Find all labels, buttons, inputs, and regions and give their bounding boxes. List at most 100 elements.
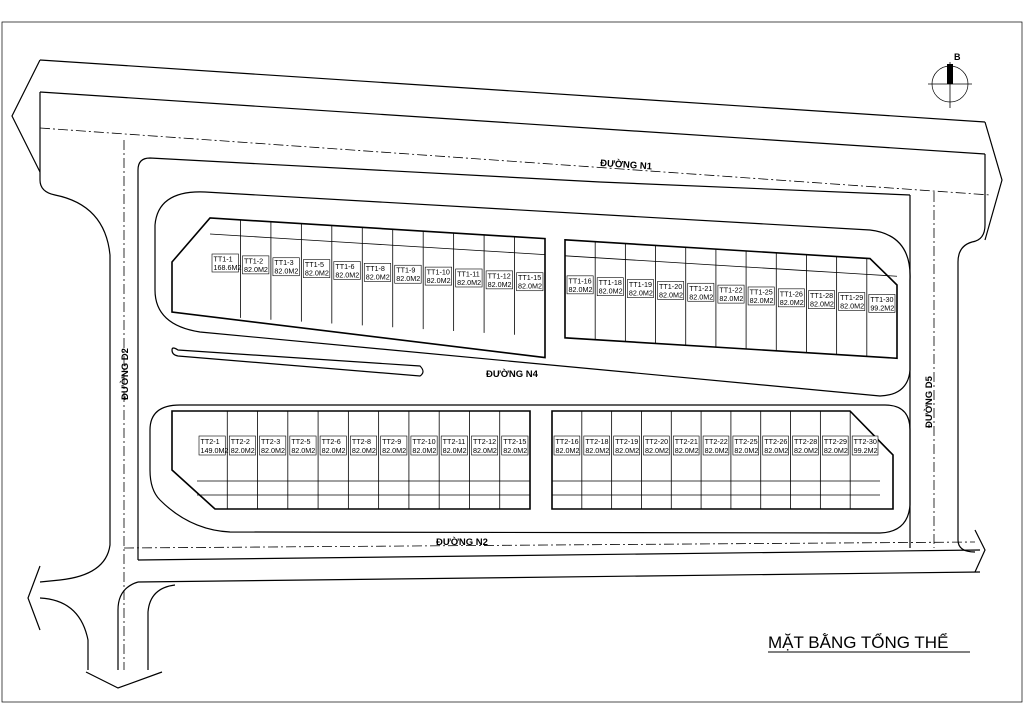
lot-id: TT2-22 <box>705 437 728 446</box>
lot-area: 82.0M2 <box>396 274 420 283</box>
road-centerlines <box>39 127 991 670</box>
lot-id: TT2-30 <box>854 437 877 446</box>
lot-id: TT2-12 <box>473 437 496 446</box>
lot-tt1-6: TT1-682.0M2 <box>331 225 363 324</box>
lot-id: TT1-5 <box>305 260 324 269</box>
lot-area: 82.0M2 <box>794 446 818 455</box>
lot-id: TT1-26 <box>780 289 803 298</box>
lot-area: 82.0M2 <box>719 294 743 303</box>
lot-area: 82.0M2 <box>750 296 774 305</box>
street-label-d5: ĐƯỜNG D5 <box>923 375 935 428</box>
lot-area: 82.0M2 <box>689 292 713 301</box>
lot-id: TT2-19 <box>615 437 638 446</box>
lot-id: TT1-29 <box>840 293 863 302</box>
lot-tt2-8: TT2-882.0M2 <box>347 411 377 509</box>
lot-id: TT2-6 <box>322 437 341 446</box>
lot-area: 82.0M2 <box>382 446 406 455</box>
lot-area: 82.0M2 <box>412 446 436 455</box>
lot-id: TT2-3 <box>261 437 280 446</box>
lot-area: 82.0M2 <box>780 298 804 307</box>
lot-area: 82.0M2 <box>734 446 758 455</box>
arrow-east-n1 <box>984 121 1003 241</box>
lot-area: 82.0M2 <box>840 302 864 311</box>
lot-area: 82.0M2 <box>569 285 593 294</box>
lot-id: TT1-8 <box>366 264 385 273</box>
lot-area: 82.0M2 <box>629 289 653 298</box>
lot-area: 82.0M2 <box>615 446 639 455</box>
lot-id: TT2-20 <box>645 437 668 446</box>
lot-tt2-2: TT2-282.0M2 <box>226 411 256 509</box>
lot-area: 82.0M2 <box>443 446 467 455</box>
lot-area: 82.0M2 <box>457 278 481 287</box>
lot-area: 82.0M2 <box>244 265 268 274</box>
lot-id: TT2-29 <box>824 437 847 446</box>
north-needle-icon <box>947 64 953 84</box>
lot-id: TT1-12 <box>488 271 511 280</box>
north-label: B <box>954 52 961 62</box>
lot-id: TT2-25 <box>734 437 757 446</box>
lot-id: TT2-28 <box>794 437 817 446</box>
lot-id: TT1-2 <box>244 256 263 265</box>
street-label-n2: ĐƯỜNG N2 <box>436 536 488 548</box>
lot-area: 82.0M2 <box>231 446 255 455</box>
lot-area: 82.0M2 <box>473 446 497 455</box>
lot-area: 82.0M2 <box>659 290 683 299</box>
lot-tt1-9: TT1-982.0M2 <box>392 229 424 328</box>
lot-area: 82.0M2 <box>366 272 390 281</box>
lot-area: 82.0M2 <box>305 269 329 278</box>
lot-id: TT1-9 <box>396 266 415 275</box>
block-tt1: TT1-1168.6M2TT1-282.0M2TT1-382.0M2TT1-58… <box>171 217 898 360</box>
lot-area: 82.0M2 <box>274 267 298 276</box>
street-label-d2: ĐƯỜNG D2 <box>119 348 131 400</box>
lot-area: 82.0M2 <box>599 287 623 296</box>
road-end-arrows <box>11 59 1003 689</box>
lot-id: TT2-21 <box>675 437 698 446</box>
north-arrow: B <box>928 52 972 108</box>
lot-area: 149.0M2 <box>201 446 229 455</box>
lot-tt1-5: TT1-582.0M2 <box>300 223 332 322</box>
lot-area: 82.0M2 <box>503 446 527 455</box>
lot-id: TT1-15 <box>518 273 541 282</box>
lot-area: 82.0M2 <box>518 282 542 291</box>
lot-id: TT2-15 <box>503 437 526 446</box>
street-label-n1: ĐƯỜNG N1 <box>600 157 653 172</box>
lot-area: 82.0M2 <box>764 446 788 455</box>
lot-area: 82.0M2 <box>352 446 376 455</box>
lot-area: 82.0M2 <box>585 446 609 455</box>
lot-area: 82.0M2 <box>645 446 669 455</box>
lot-id: TT1-19 <box>629 280 652 289</box>
road-n1 <box>39 59 986 670</box>
lot-id: TT1-20 <box>659 282 682 291</box>
lot-id: TT1-3 <box>274 258 293 267</box>
drawing-title: MẶT BẰNG TỔNG THỂ <box>768 633 948 652</box>
arrow-south-d2 <box>85 671 163 689</box>
lot-tt2-3: TT2-382.0M2 <box>257 411 287 509</box>
lot-id: TT1-16 <box>569 276 592 285</box>
arrow-west-n1 <box>11 59 41 173</box>
lot-tt1-8: TT1-882.0M2 <box>361 227 393 326</box>
lot-area: 82.0M2 <box>261 446 285 455</box>
lot-area: 99.2M2 <box>854 446 878 455</box>
lot-id: TT1-30 <box>870 295 893 304</box>
lot-tt2-6: TT2-682.0M2 <box>317 411 347 509</box>
lot-id: TT2-2 <box>231 437 250 446</box>
lot-area: 99.2M2 <box>870 303 894 312</box>
lot-id: TT2-11 <box>443 437 466 446</box>
lot-area: 82.0M2 <box>705 446 729 455</box>
lot-id: TT1-6 <box>335 262 354 271</box>
lot-area: 82.0M2 <box>427 276 451 285</box>
